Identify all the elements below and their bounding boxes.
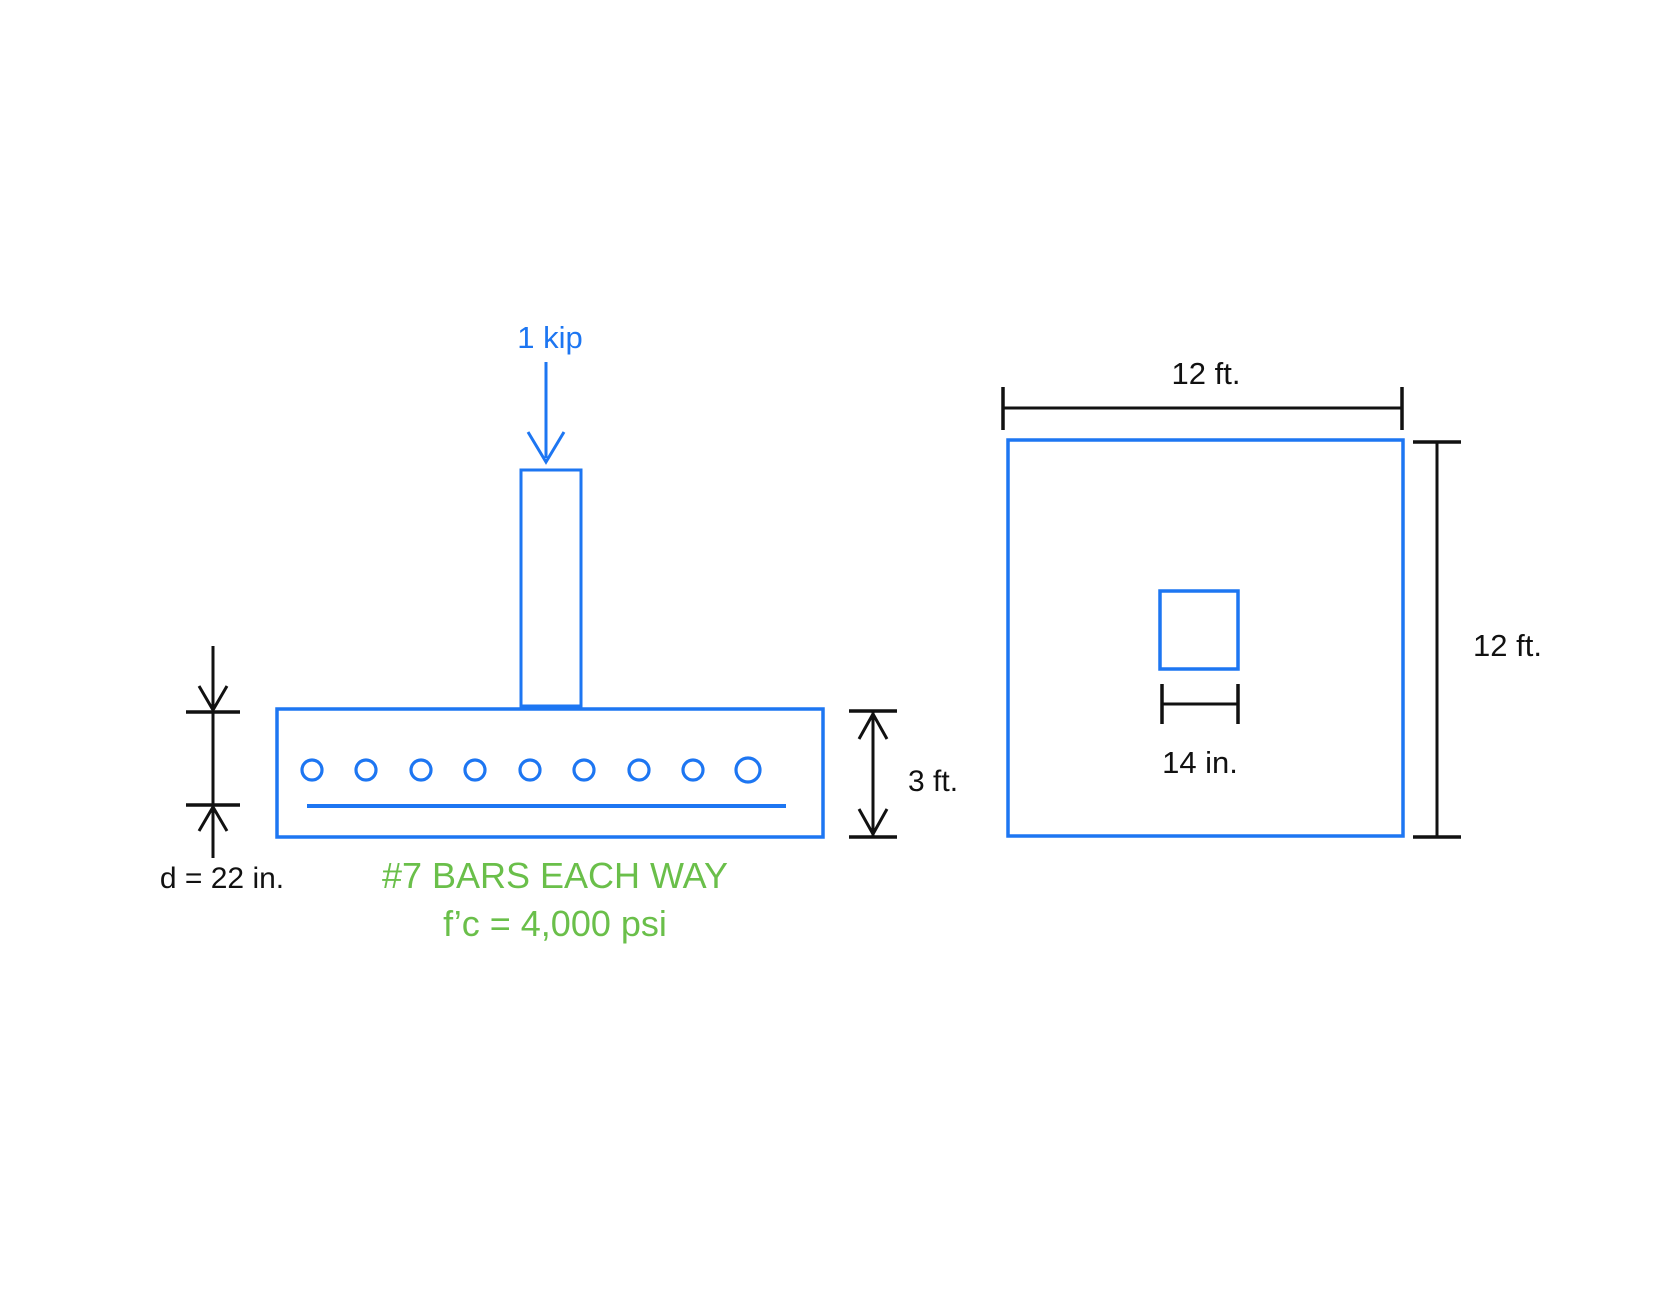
- load-label: 1 kip: [517, 320, 582, 355]
- plan-width-dimension: [1001, 387, 1404, 430]
- rebar-circle: [409, 758, 433, 782]
- thickness-dimension: [849, 709, 897, 839]
- plan-width-label: 12 ft.: [1172, 356, 1241, 391]
- rebar-circle: [627, 758, 651, 782]
- rebar-circle: [300, 758, 324, 782]
- plan-column-rect: [1158, 589, 1240, 671]
- rebar-circle: [463, 758, 487, 782]
- rebar-circle: [518, 758, 542, 782]
- column-width-dimension: [1160, 684, 1240, 724]
- thickness-label: 3 ft.: [908, 765, 958, 798]
- plan-footing-rect: [1006, 438, 1405, 838]
- depth-label: d = 22 in.: [160, 862, 284, 895]
- footing-rect: [275, 707, 825, 839]
- thickness-dim-arrow-down: [857, 808, 889, 838]
- column-width-label: 14 in.: [1162, 745, 1238, 780]
- depth-dimension: [186, 646, 240, 858]
- depth-dim-arrow-up: [197, 804, 229, 832]
- load-arrow: [526, 362, 566, 465]
- rebar-circles: [300, 756, 762, 784]
- concrete-note: f’c = 4,000 psi: [443, 903, 667, 944]
- plan-height-dimension: [1413, 440, 1461, 839]
- depth-dim-arrow-down: [197, 685, 229, 713]
- rebar-circle: [572, 758, 596, 782]
- rebar-note: #7 BARS EACH WAY: [382, 855, 728, 896]
- plan-height-label: 12 ft.: [1473, 628, 1542, 663]
- rebar-circle: [681, 758, 705, 782]
- rebar-circle: [734, 756, 762, 784]
- load-arrowhead: [526, 431, 566, 465]
- rebar-circle: [354, 758, 378, 782]
- thickness-dim-arrow-up: [857, 710, 889, 740]
- column-rect: [519, 468, 583, 708]
